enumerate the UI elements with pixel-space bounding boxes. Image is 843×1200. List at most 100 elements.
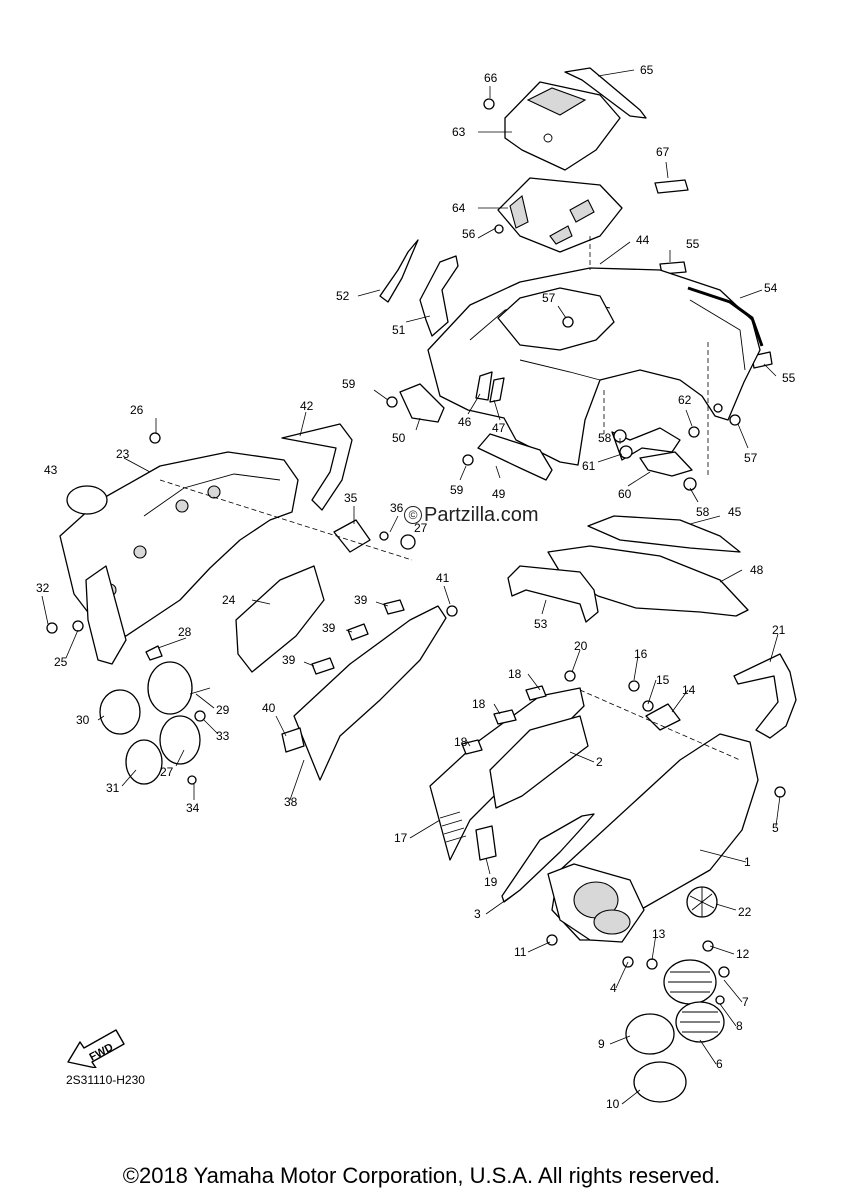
part-64-tray [497,177,623,253]
fasteners-upper [386,98,741,491]
callout-28: 28 [178,625,192,639]
part-51-52-brackets [379,239,459,337]
callout-55a: 55 [686,237,700,251]
callout-57b: 57 [744,451,758,465]
part-14-bracket [645,703,681,731]
callout-52: 52 [336,289,350,303]
callout-38: 38 [284,795,298,809]
callout-6: 6 [716,1057,723,1071]
callout-45: 45 [728,505,742,519]
part-35-clip [333,519,371,553]
callout-40: 40 [262,701,276,715]
callout-7: 7 [742,995,749,1009]
callout-15: 15 [656,673,670,687]
callout-41: 41 [436,571,450,585]
part-21-bracket [733,653,797,739]
callout-2: 2 [596,755,603,769]
callout-50: 50 [392,431,406,445]
part-23-cowl [59,451,299,665]
callout-5: 5 [772,821,779,835]
callout-51: 51 [392,323,406,337]
part-49-trim [477,433,553,481]
callout-39b: 39 [322,621,336,635]
part-46-47-pads [475,371,505,403]
callout-20: 20 [574,639,588,653]
part-2-bracket [489,715,589,809]
part-67-pad [654,179,689,194]
part-44-rear-fender [427,267,761,466]
callout-18c: 18 [454,735,468,749]
callout-61: 61 [582,459,596,473]
part-38-lower-panel [293,605,447,781]
partzilla-watermark: ©Partzilla.com [404,504,538,527]
callout-39a: 39 [354,593,368,607]
callout-27b: 27 [414,521,428,535]
callout-64: 64 [452,201,466,215]
callout-56: 56 [462,227,476,241]
callout-44: 44 [636,233,650,247]
callout-66: 66 [484,71,498,85]
callout-67: 67 [656,145,670,159]
callout-58b: 58 [696,505,710,519]
part-10-lens [633,1061,687,1103]
callout-39c: 39 [282,653,296,667]
callout-13: 13 [652,927,666,941]
callout-25: 25 [54,655,68,669]
part-50-bracket [399,383,445,423]
callout-9: 9 [598,1037,605,1051]
part-22-grille [686,886,718,918]
callout-11: 11 [514,945,527,959]
callout-36: 36 [390,501,404,515]
callout-59b: 59 [450,483,464,497]
callout-65: 65 [640,63,654,77]
callout-62: 62 [678,393,692,407]
callout-10: 10 [606,1097,620,1111]
copyright-notice: ©2018 Yamaha Motor Corporation, U.S.A. A… [122,1163,721,1188]
callout-4: 4 [610,981,617,995]
part-27-lamp [147,661,201,765]
callout-labels: 1 2 3 4 5 6 7 8 9 10 11 12 13 14 15 16 1… [36,63,796,1111]
callout-31: 31 [106,781,120,795]
part-9-lens [625,1013,675,1055]
callout-1: 1 [744,855,751,869]
part-31-lens [125,739,163,785]
callout-18b: 18 [472,697,486,711]
part-63-cover [504,81,621,171]
watermark-text: Partzilla.com [424,504,539,526]
callout-17: 17 [394,831,408,845]
callout-35: 35 [344,491,358,505]
part-60-61-brackets [611,427,693,477]
part-65-bracket [564,67,647,119]
callout-23: 23 [116,447,130,461]
callout-47: 47 [492,421,506,435]
callout-48: 48 [750,563,764,577]
part-30-lens [99,689,141,735]
callout-59a: 59 [342,377,356,391]
callout-58a: 58 [598,431,612,445]
fwd-arrow-icon: FWD [67,1029,125,1068]
callout-18a: 18 [508,667,522,681]
part-1-front-cowl [547,733,759,943]
diagram-code: 2S31110-H230 [66,1073,145,1087]
callout-49: 49 [492,487,506,501]
callout-43: 43 [44,463,58,477]
callout-3: 3 [474,907,481,921]
callout-26: 26 [130,403,144,417]
callout-57a: 57 [542,291,556,305]
callout-32: 32 [36,581,50,595]
callout-53: 53 [534,617,548,631]
part-43-cap [66,485,108,515]
callout-14: 14 [682,683,696,697]
fasteners-right [546,670,786,1005]
callout-63: 63 [452,125,466,139]
callout-29: 29 [216,703,230,717]
leader-lines [41,69,781,1105]
part-42-bracket [281,423,353,511]
callout-12: 12 [736,947,750,961]
callout-24: 24 [222,593,236,607]
fasteners-left [46,432,416,634]
part-39-40-pads [281,599,405,753]
callout-55b: 55 [782,371,796,385]
callout-27a: 27 [160,765,174,779]
